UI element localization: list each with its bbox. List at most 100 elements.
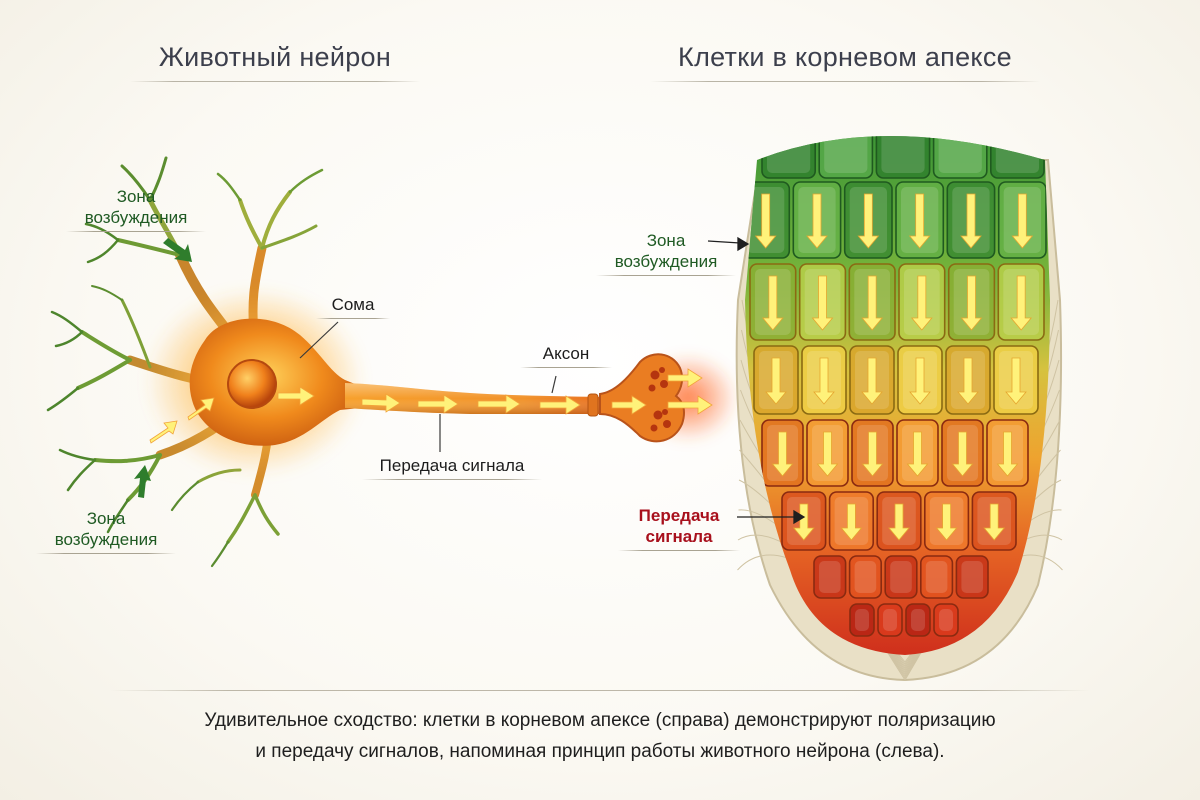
label-line: Зона (116, 187, 156, 206)
root-signal-arrow (857, 193, 880, 249)
neuron-leaders (299, 321, 557, 452)
label-line: Зона (646, 231, 686, 250)
root-signal-arrow (761, 275, 784, 331)
heading-rule (650, 81, 1040, 82)
nucleus (227, 359, 277, 409)
label-root-signal-transmission: Передача сигнала (618, 505, 740, 551)
axon-shading (345, 383, 600, 414)
root-cell-highlight (961, 561, 983, 593)
root-signal-arrow (996, 431, 1019, 477)
root-signal-arrow (771, 431, 794, 477)
label-line: возбуждения (54, 530, 158, 549)
root-cell-highlight (883, 609, 897, 631)
label-underline (36, 553, 176, 554)
label-underline (362, 479, 542, 480)
label-line: сигнала (645, 527, 713, 546)
root-cell (933, 603, 959, 637)
root-signal-arrow (1010, 275, 1033, 331)
root-signal-arrow (792, 503, 815, 541)
label-line: возбуждения (84, 208, 188, 227)
caption-line-1: Удивительное сходство: клетки в корневом… (204, 710, 996, 731)
heading-root-apex-text: Клетки в корневом апексе (678, 42, 1012, 72)
root-cell (875, 136, 931, 179)
label-line: Аксон (542, 344, 590, 363)
root-signal-arrow (813, 357, 835, 405)
label-axon: Аксон (520, 343, 612, 368)
label-line: возбуждения (614, 252, 718, 271)
root-cell (848, 555, 882, 599)
root-cell (877, 603, 903, 637)
root-cell-highlight (939, 609, 953, 631)
root-cell-highlight (890, 561, 912, 593)
label-excitation-zone-bottom: Зона возбуждения (36, 508, 176, 554)
heading-root-apex: Клетки в корневом апексе (650, 42, 1040, 86)
root-signal-arrow (806, 193, 828, 249)
root-signal-arrow (861, 275, 884, 331)
root-leaders (707, 236, 806, 525)
root-cell (813, 555, 847, 599)
axon-ring (587, 393, 599, 417)
root-signal-arrow (957, 357, 979, 405)
root-cell-highlight (819, 561, 841, 593)
vesicles (648, 367, 671, 432)
root-cell-highlight (854, 561, 877, 593)
root-cell (955, 555, 989, 599)
label-underline (618, 550, 740, 551)
root-signal-arrow (935, 503, 958, 541)
root-signal-arrow (960, 275, 983, 331)
heading-rule (130, 81, 420, 82)
axon-terminal (599, 353, 685, 443)
root-cell (905, 603, 931, 637)
root-cell-highlight (925, 561, 948, 593)
label-underline (66, 231, 206, 232)
root-signal-arrow (910, 275, 933, 331)
root-arrows (754, 193, 1034, 541)
root-signal-arrow (983, 503, 1006, 541)
root-cell-highlight (855, 609, 869, 631)
root-cap-layer (737, 554, 1063, 663)
label-root-excitation-zone: Зона возбуждения (596, 230, 736, 276)
root-cell-highlight (881, 136, 925, 173)
caption-divider (110, 690, 1090, 691)
root-cell-highlight (911, 609, 925, 631)
root-signal-arrow (861, 431, 884, 477)
root-cell (919, 555, 954, 599)
root-cell (884, 555, 918, 599)
label-line: Зона (86, 509, 126, 528)
root-cell (849, 603, 875, 637)
root-signal-arrow (951, 431, 974, 477)
root-signal-arrow (908, 193, 931, 249)
label-line: Передача (638, 506, 720, 525)
root-signal-arrow (909, 357, 931, 405)
root-signal-arrow (1011, 193, 1034, 249)
root-signal-arrow (906, 431, 929, 477)
root-signal-arrow (811, 275, 834, 331)
root-signal-arrow (765, 357, 787, 405)
excitation-markers (134, 238, 192, 498)
caption-line-2: и передачу сигналов, напоминая принцип р… (255, 741, 945, 762)
signal-arrows (149, 368, 713, 444)
root-signal-arrow (861, 357, 883, 405)
neuron (46, 156, 738, 568)
root-cell-highlight (995, 136, 1039, 173)
label-underline (596, 275, 736, 276)
caption: Удивительное сходство: клетки в корневом… (100, 705, 1100, 767)
root-signal-arrow (816, 431, 839, 477)
label-soma: Сома (316, 294, 390, 319)
heading-animal-neuron-text: Животный нейрон (158, 42, 392, 72)
root-signal-arrow (840, 503, 863, 541)
root-signal-arrow (1005, 357, 1027, 405)
label-signal-transmission: Передача сигнала (362, 455, 542, 480)
root-apex (735, 136, 1063, 682)
root-cell-highlight (938, 136, 982, 173)
label-underline (316, 318, 390, 319)
root-signal-arrow (754, 193, 777, 249)
root-cell-highlight (767, 136, 811, 173)
label-excitation-zone-top: Зона возбуждения (66, 186, 206, 232)
root-signal-arrow (960, 193, 982, 249)
label-line: Передача сигнала (379, 456, 525, 475)
root-signal-arrow (888, 503, 910, 541)
label-underline (520, 367, 612, 368)
root-cell-highlight (824, 136, 868, 173)
